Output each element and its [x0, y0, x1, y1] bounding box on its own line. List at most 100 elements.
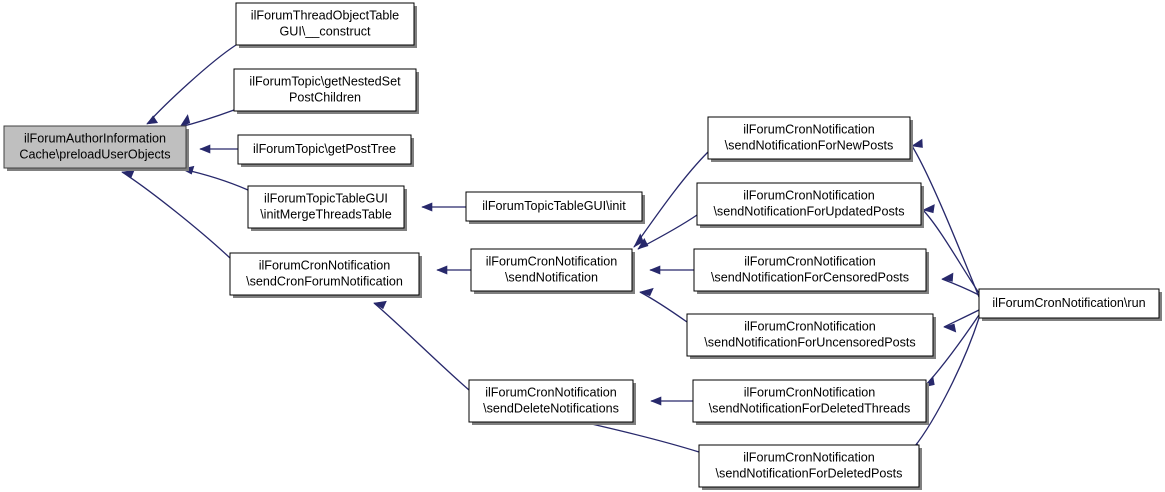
- node-sendNotification[interactable]: ilForumCronNotification \sendNotification: [470, 248, 635, 294]
- arrowhead-icon: [373, 300, 387, 310]
- node-box[interactable]: [696, 182, 922, 226]
- node-box[interactable]: [468, 379, 634, 423]
- node-label-line: ilForumCronNotification: [744, 385, 876, 399]
- node-sendNotificationForUncensoredPosts[interactable]: ilForumCronNotification\sendNotification…: [686, 313, 936, 359]
- node-box[interactable]: [3, 125, 187, 169]
- node-label-line: ilForumCronNotification: [486, 254, 618, 268]
- node-label-line: ilForumCronNotification\run: [992, 296, 1145, 310]
- node-box[interactable]: [470, 248, 633, 292]
- edge-sendNotificationForCensoredPosts-to-sendNotification: [649, 265, 694, 275]
- node-label-line: GUI\__construct: [280, 24, 371, 38]
- arrowhead-icon: [649, 265, 661, 275]
- edge-run-to-sendNotificationForCensoredPosts: [941, 272, 980, 296]
- node-run[interactable]: ilForumCronNotification\run: [978, 288, 1162, 321]
- node-label-line: \sendNotificationForDeletedThreads: [709, 401, 911, 415]
- node-label-line: \sendNotificationForNewPosts: [725, 138, 894, 152]
- arrowhead-icon: [436, 265, 448, 275]
- arrowhead-icon: [941, 272, 954, 282]
- node-label-line: ilForumCronNotification: [259, 258, 391, 272]
- node-sendDeleteNotifications[interactable]: ilForumCronNotification \sendDeleteNotifi…: [468, 379, 636, 425]
- arrowhead-icon: [633, 233, 644, 248]
- node-box[interactable]: [698, 444, 920, 488]
- node-preload[interactable]: ilForumAuthorInformationCache\preloadUse…: [3, 125, 189, 171]
- node-sendNotificationForCensoredPosts[interactable]: ilForumCronNotification \sendNotification…: [693, 248, 929, 294]
- node-initMergeThreadsTable[interactable]: ilForumTopicTableGUI \initMergeThreadsTab…: [247, 185, 407, 231]
- node-box[interactable]: [247, 185, 405, 229]
- node-label-line: \sendCronForumNotification: [246, 274, 403, 288]
- node-label-line: ilForumCronNotification: [744, 254, 876, 268]
- edge-sendNotificationForUpdatedPosts-to-sendNotification: [637, 214, 698, 250]
- edge-sendNotificationForNewPosts-to-sendNotification: [633, 151, 709, 248]
- node-label-line: ilForumTopic\getNestedSet: [249, 74, 401, 88]
- node-label-line: \sendNotification: [505, 270, 598, 284]
- node-topicTableGUIInit[interactable]: ilForumTopicTableGUI\init: [465, 191, 645, 224]
- node-label-line: \initMergeThreadsTable: [260, 207, 392, 221]
- node-box[interactable]: [465, 191, 643, 222]
- node-box[interactable]: [233, 68, 417, 112]
- node-label-line: \sendNotificationForUncensoredPosts: [704, 335, 915, 349]
- node-label-line: ilForumTopic\getPostTree: [253, 142, 396, 156]
- node-sendNotificationForNewPosts[interactable]: ilForumCronNotification\sendNotification…: [707, 116, 913, 162]
- arrowhead-icon: [639, 287, 654, 297]
- edge-line: [373, 302, 470, 391]
- node-box[interactable]: [686, 313, 934, 357]
- nodes-layer: ilForumAuthorInformationCache\preloadUse…: [3, 2, 1162, 490]
- node-label-line: ilForumAuthorInformation: [24, 131, 166, 145]
- node-box[interactable]: [235, 2, 415, 46]
- edge-run-to-sendNotificationForUpdatedPosts: [922, 204, 980, 294]
- node-label-line: \sendNotificationForDeletedPosts: [716, 466, 903, 480]
- edge-sendCronForumNotification-to-preload: [121, 169, 231, 259]
- node-label-line: \sendNotificationForCensoredPosts: [711, 270, 909, 284]
- edge-line: [639, 291, 688, 323]
- arrowhead-icon: [943, 323, 957, 333]
- node-label-line: ilForumCronNotification: [743, 188, 875, 202]
- node-sendCronForumNotification[interactable]: ilForumCronNotification \sendCronForumNot…: [229, 252, 422, 298]
- edge-line: [943, 309, 980, 328]
- node-label-line: ilForumCronNotification: [743, 450, 875, 464]
- edge-line: [922, 209, 980, 294]
- edge-getPostTree-to-preload: [199, 144, 238, 154]
- node-box[interactable]: [229, 252, 420, 296]
- edge-line: [941, 278, 980, 296]
- node-label-line: \sendDeleteNotifications: [483, 401, 619, 415]
- node-box[interactable]: [707, 116, 911, 160]
- edge-line: [121, 171, 231, 259]
- edge-getNestedSetPostChildren-to-preload: [179, 109, 235, 128]
- edge-initMergeThreadsTable-to-preload: [181, 165, 249, 191]
- node-getPostTree[interactable]: ilForumTopic\getPostTree: [237, 134, 414, 167]
- node-box[interactable]: [237, 134, 412, 165]
- node-label-line: ilForumTopicTableGUI\init: [482, 199, 626, 213]
- arrowhead-icon: [637, 237, 649, 250]
- node-sendNotificationForDeletedThreads[interactable]: ilForumCronNotification \sendNotification…: [692, 379, 929, 425]
- node-label-line: PostChildren: [289, 90, 361, 104]
- node-sendNotificationForDeletedPosts[interactable]: ilForumCronNotification \sendNotification…: [698, 444, 922, 490]
- arrowhead-icon: [911, 138, 923, 148]
- node-label-line: ilForumCronNotification: [485, 385, 617, 399]
- edge-sendNotificationForUncensoredPosts-to-sendNotification: [639, 287, 688, 323]
- arrowhead-icon: [421, 202, 433, 212]
- node-label-line: ilForumThreadObjectTable: [251, 8, 399, 22]
- edge-sendNotificationForDeletedThreads-to-sendDeleteNotifications: [650, 396, 693, 406]
- node-sendNotificationForUpdatedPosts[interactable]: ilForumCronNotification \sendNotification…: [696, 182, 924, 228]
- edge-line: [146, 44, 237, 125]
- node-label-line: Cache\preloadUserObjects: [19, 147, 170, 161]
- arrowhead-icon: [179, 114, 191, 128]
- edge-sendDeleteNotifications-to-sendCronForumNotification: [373, 300, 470, 391]
- node-label-line: ilForumTopicTableGUI: [264, 191, 388, 205]
- edge-run-to-sendNotificationForNewPosts: [911, 138, 980, 298]
- arrowhead-icon: [199, 144, 211, 154]
- node-box[interactable]: [693, 248, 927, 292]
- node-box[interactable]: [978, 288, 1160, 319]
- edge-threadObjectTableGUIConstruct-to-preload: [146, 44, 237, 125]
- arrowhead-icon: [650, 396, 662, 406]
- edge-run-to-sendNotificationForUncensoredPosts: [943, 309, 980, 333]
- arrowhead-icon: [146, 115, 159, 125]
- edge-topicTableGUIInit-to-initMergeThreadsTable: [421, 202, 466, 212]
- node-label-line: \sendNotificationForUpdatedPosts: [713, 204, 904, 218]
- edge-sendNotification-to-sendCronForumNotification: [436, 265, 471, 275]
- node-box[interactable]: [692, 379, 927, 423]
